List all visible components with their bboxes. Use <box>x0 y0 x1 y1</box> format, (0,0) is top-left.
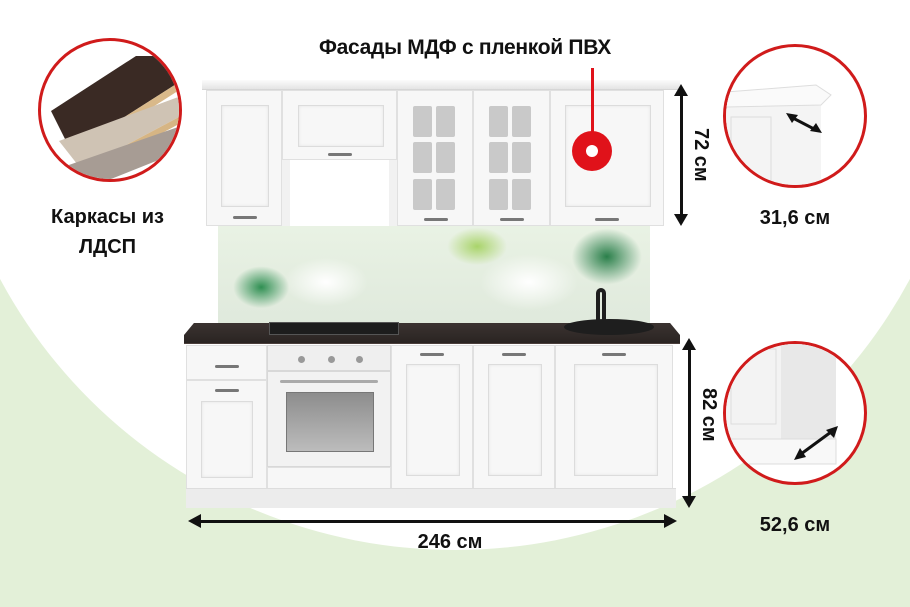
arrow-right-icon <box>664 514 677 528</box>
chipboard-layers-icon <box>51 56 179 179</box>
frame-label-line1: Каркасы из <box>51 206 164 228</box>
frame-material-label: Каркасы из ЛДСП <box>20 202 195 262</box>
lower-cabinet-2 <box>391 345 473 490</box>
width-line <box>198 520 670 523</box>
arrow-left-icon <box>188 514 201 528</box>
frame-label-line2: ЛДСП <box>78 236 137 258</box>
arrow-up-icon <box>674 84 688 96</box>
lower-depth-detail-circle <box>723 341 867 485</box>
total-width-label: 246 см <box>417 531 483 553</box>
cooktop <box>269 322 399 335</box>
facade-marker-dot <box>586 145 598 157</box>
upper-cabinet-hood <box>282 90 397 160</box>
upper-cabinet-1 <box>206 90 282 226</box>
oven-base-panel <box>267 467 391 490</box>
lower-cabinet-4 <box>555 345 673 490</box>
lower-cabinet-3 <box>473 345 555 490</box>
oven-door <box>267 371 391 467</box>
oven-control-panel <box>267 345 391 371</box>
headline: Фасады МДФ с пленкой ПВХ <box>319 36 611 59</box>
lower-cabinets <box>186 343 676 508</box>
arrow-up-icon <box>682 338 696 350</box>
upper-depth-value: 31,6 см <box>759 207 831 229</box>
arrow-down-icon <box>682 496 696 508</box>
hood-niche <box>282 160 397 226</box>
plinth-detail-icon <box>726 344 838 465</box>
sink <box>564 319 654 335</box>
upper-height-line <box>680 92 683 220</box>
upper-cabinet-glass-1 <box>397 90 473 226</box>
lower-height-line <box>688 346 691 500</box>
drawer <box>186 345 267 380</box>
lower-depth-value: 52,6 см <box>759 514 831 536</box>
faucet-icon <box>596 288 606 322</box>
facade-pointer-line <box>591 68 594 132</box>
upper-height-label: 72 см <box>690 128 712 182</box>
arrow-down-icon <box>674 214 688 226</box>
chipboard-image-circle <box>38 38 182 182</box>
cornice <box>202 80 680 90</box>
upper-depth-detail-circle <box>723 44 867 188</box>
upper-cabinets <box>202 80 680 226</box>
backsplash-apple-blossom <box>218 226 650 328</box>
lower-height-label: 82 см <box>698 388 720 442</box>
cornice-detail-icon <box>726 84 832 185</box>
lower-cabinet-1 <box>186 380 267 490</box>
plinth <box>186 488 676 508</box>
upper-cabinet-glass-2 <box>473 90 550 226</box>
